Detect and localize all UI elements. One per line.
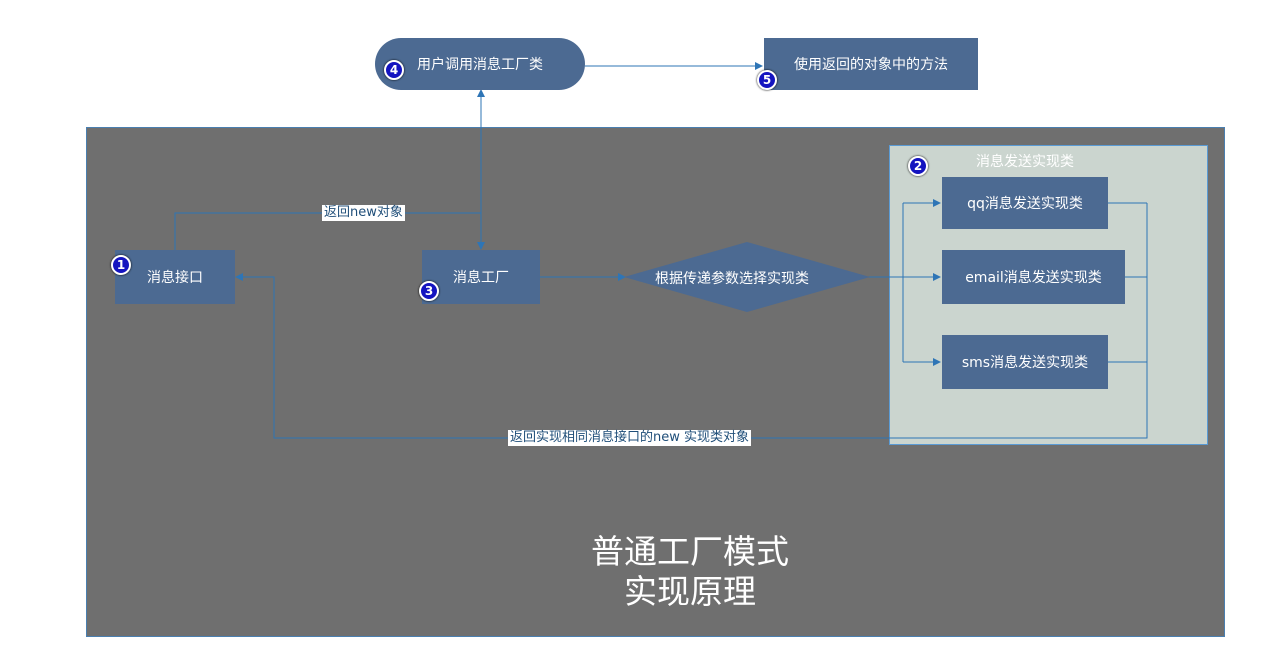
step-badge-1: 1 [111,255,131,275]
node-decision [624,242,870,312]
edge-label-return-impl: 返回实现相同消息接口的new 实现类对象 [508,430,752,446]
diagram-title-line1: 普通工厂模式 [591,532,789,571]
step-badge-2: 2 [908,156,928,176]
step-badge-4: 4 [384,60,404,80]
node-sms-impl: sms消息发送实现类 [942,335,1108,389]
node-user-call-label: 用户调用消息工厂类 [417,57,543,73]
node-sms-impl-label: sms消息发送实现类 [961,355,1089,371]
node-use-methods-label: 使用返回的对象中的方法 [794,57,948,73]
node-msg-factory-label: 消息工厂 [453,270,509,286]
node-qq-impl-label: qq消息发送实现类 [967,196,1083,212]
node-user-call: 用户调用消息工厂类 [375,38,585,90]
step-badge-5: 5 [757,70,777,90]
node-use-methods: 使用返回的对象中的方法 [764,38,978,90]
node-decision-label: 根据传递参数选择实现类 [655,271,809,287]
node-email-impl-label: email消息发送实现类 [965,270,1102,286]
node-qq-impl: qq消息发送实现类 [942,177,1108,229]
node-msg-interface-label: 消息接口 [147,270,203,286]
step-badge-3: 3 [419,281,439,301]
diagram-title: 普通工厂模式 实现原理 [520,532,860,612]
edge-label-return-new: 返回new对象 [322,205,405,221]
node-msg-interface: 消息接口 [115,250,235,304]
impl-group-title: 消息发送实现类 [976,154,1074,170]
edge-return-impl [235,203,1148,439]
node-email-impl: email消息发送实现类 [942,250,1125,304]
node-msg-factory: 消息工厂 [422,250,540,304]
diagram-title-line2: 实现原理 [624,572,756,611]
